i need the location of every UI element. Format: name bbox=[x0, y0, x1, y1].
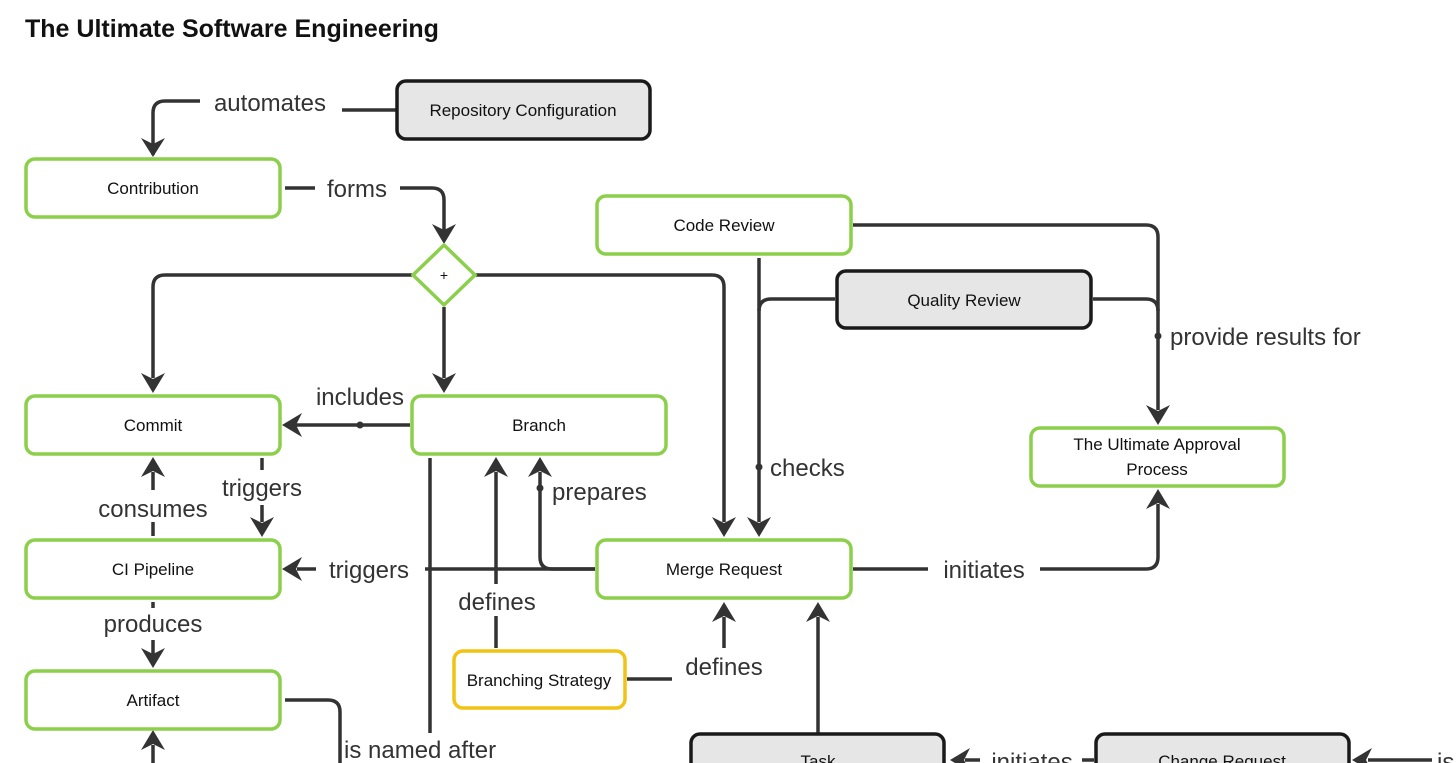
edge-initiates-approval: initiates bbox=[853, 489, 1170, 584]
edge-label-automates: automates bbox=[214, 90, 326, 117]
edge-checks: checks bbox=[747, 258, 845, 537]
edge-produces: produces bbox=[104, 602, 203, 668]
edge-gateway-commit bbox=[141, 273, 412, 393]
svg-text:Code Review: Code Review bbox=[673, 216, 775, 235]
node-change-request[interactable]: Change Request bbox=[1094, 732, 1351, 763]
edge-label-includes: includes bbox=[316, 384, 404, 411]
edge-includes: includes bbox=[282, 384, 410, 437]
node-repository-configuration[interactable]: Repository Configuration bbox=[395, 79, 652, 141]
edge-defines-mr: defines bbox=[627, 602, 763, 681]
svg-text:Change Request: Change Request bbox=[1158, 752, 1286, 763]
edge-initiates-task: initiates bbox=[950, 748, 1094, 763]
svg-text:The Ultimate Approval: The Ultimate Approval bbox=[1073, 435, 1240, 454]
edge-gateway-merge-request bbox=[476, 273, 736, 537]
edge-label-produces: produces bbox=[104, 611, 203, 638]
edge-into-change-request: is bbox=[1352, 748, 1454, 763]
node-merge-request[interactable]: Merge Request bbox=[595, 538, 853, 600]
svg-text:Task: Task bbox=[801, 752, 836, 763]
edge-provide-results-for: provide results for bbox=[853, 223, 1361, 425]
edge-triggers-ci: triggers bbox=[282, 557, 595, 584]
svg-text:Contribution: Contribution bbox=[107, 179, 199, 198]
edge-label-triggers: triggers bbox=[329, 557, 409, 584]
edge-label-forms: forms bbox=[327, 176, 387, 203]
svg-text:Branching Strategy: Branching Strategy bbox=[467, 671, 612, 690]
edge-label-is-named-after: is named after bbox=[344, 737, 496, 763]
edge-label-defines: defines bbox=[685, 654, 762, 681]
edge-consumes: consumes bbox=[98, 457, 208, 536]
edge-task-merge-request bbox=[806, 602, 830, 733]
svg-text:Repository Configuration: Repository Configuration bbox=[429, 101, 616, 120]
edge-automates: automates bbox=[141, 90, 397, 157]
node-code-review[interactable]: Code Review bbox=[595, 194, 853, 256]
node-ci-pipeline[interactable]: CI Pipeline bbox=[24, 538, 282, 600]
edge-prepares: prepares bbox=[528, 457, 647, 571]
node-gateway[interactable]: + bbox=[410, 242, 478, 308]
edge-label-initiates: initiates bbox=[991, 749, 1072, 763]
node-branching-strategy[interactable]: Branching Strategy bbox=[452, 649, 627, 710]
edge-label-prepares: prepares bbox=[552, 479, 647, 506]
svg-text:CI Pipeline: CI Pipeline bbox=[112, 560, 194, 579]
node-contribution[interactable]: Contribution bbox=[24, 157, 282, 219]
edge-label-defines: defines bbox=[458, 589, 535, 616]
node-branch[interactable]: Branch bbox=[410, 394, 668, 456]
edge-forms: forms bbox=[285, 176, 456, 244]
edge-label-initiates: initiates bbox=[943, 557, 1024, 584]
edge-is-named-after: is named after bbox=[285, 458, 496, 763]
svg-text:Artifact: Artifact bbox=[127, 691, 180, 710]
edge-label-checks: checks bbox=[770, 455, 845, 482]
svg-text:Merge Request: Merge Request bbox=[666, 560, 783, 579]
edge-label-is: is bbox=[1437, 749, 1454, 763]
node-quality-review[interactable]: Quality Review bbox=[835, 269, 1093, 330]
edge-label-provide-results-for: provide results for bbox=[1170, 324, 1361, 351]
svg-text:+: + bbox=[440, 267, 448, 283]
node-artifact[interactable]: Artifact bbox=[24, 669, 282, 731]
diagram-title: The Ultimate Software Engineering bbox=[25, 15, 439, 43]
node-commit[interactable]: Commit bbox=[24, 394, 282, 456]
svg-text:Quality Review: Quality Review bbox=[907, 291, 1021, 310]
svg-text:Branch: Branch bbox=[512, 416, 566, 435]
edge-gateway-branch bbox=[432, 307, 456, 393]
svg-text:Commit: Commit bbox=[124, 416, 183, 435]
node-task[interactable]: Task bbox=[689, 732, 946, 763]
edge-defines-branch: defines bbox=[458, 457, 536, 648]
edge-label-triggers: triggers bbox=[222, 475, 302, 502]
edge-triggers-commit: triggers bbox=[222, 458, 302, 537]
svg-text:Process: Process bbox=[1126, 460, 1187, 479]
edge-label-consumes: consumes bbox=[98, 496, 207, 523]
edge-into-artifact bbox=[141, 730, 165, 763]
node-approval-process[interactable]: The Ultimate Approval Process bbox=[1029, 426, 1286, 488]
